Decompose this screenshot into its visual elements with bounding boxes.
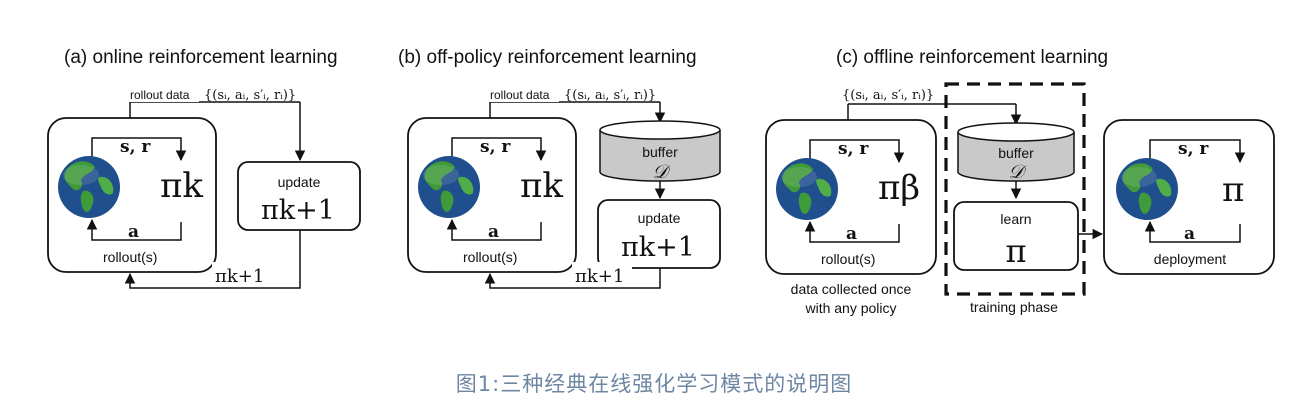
rollout-data-label-b: rollout data xyxy=(490,88,550,102)
environment-box-c xyxy=(765,119,937,275)
state-loop-c xyxy=(809,139,905,164)
feedback-policy-b: πk+1 xyxy=(575,266,624,287)
state-reward-a: s, r xyxy=(120,137,151,157)
update-label-a: update xyxy=(278,174,321,190)
feedback-arrow-b xyxy=(484,268,661,289)
database-cylinder-icon xyxy=(957,122,1075,182)
action-b: a xyxy=(488,222,499,242)
behavior-policy-c: πβ xyxy=(878,168,920,208)
update-policy-b: πk+1 xyxy=(621,232,695,263)
training-phase-region xyxy=(944,82,1086,296)
deployment-box-c xyxy=(1103,119,1275,275)
database-cylinder-icon xyxy=(599,120,721,182)
buffer-symbol-c: 𝒟 xyxy=(1008,161,1027,183)
data-note-line2: with any policy xyxy=(804,300,896,316)
environment-box-b xyxy=(407,117,577,273)
buffer-label-b: buffer xyxy=(642,144,678,160)
earth-globe-icon xyxy=(776,158,838,220)
buffer-label-c: buffer xyxy=(998,145,1034,161)
panel-c: (c) offline reinforcement learning {(sᵢ,… xyxy=(765,47,1275,316)
rollouts-b: rollout(s) xyxy=(463,249,517,265)
learn-label-c: learn xyxy=(1000,211,1031,227)
update-policy-a: πk+1 xyxy=(261,195,335,226)
training-phase-label: training phase xyxy=(970,299,1058,315)
state-loop-b xyxy=(451,137,547,162)
update-box-b xyxy=(597,199,721,269)
feedback-policy-a: πk+1 xyxy=(215,266,264,287)
action-c: a xyxy=(846,224,857,244)
deploy-action: a xyxy=(1184,224,1195,244)
deployment-label: deployment xyxy=(1154,251,1226,267)
deploy-action-loop xyxy=(1144,220,1241,243)
action-loop-a xyxy=(86,218,182,241)
rollout-data-label-a: rollout data xyxy=(130,88,190,102)
feedback-arrow-a xyxy=(124,230,301,289)
panel-c-title: (c) offline reinforcement learning xyxy=(836,47,1108,68)
state-reward-c: s, r xyxy=(838,139,869,159)
panel-b: (b) off-policy reinforcement learning ro… xyxy=(398,47,721,289)
earth-globe-icon xyxy=(418,156,480,218)
policy-b: πk xyxy=(520,166,563,206)
update-box-a xyxy=(237,161,361,231)
deploy-state-reward: s, r xyxy=(1178,139,1209,159)
figure-caption: 图1:三种经典在线强化学习模式的说明图 xyxy=(455,372,853,396)
rollouts-c: rollout(s) xyxy=(821,251,875,267)
action-a: a xyxy=(128,222,139,242)
panel-b-title: (b) off-policy reinforcement learning xyxy=(398,47,697,68)
deploy-state-loop xyxy=(1149,139,1246,164)
data-note-line1: data collected once xyxy=(791,281,912,297)
buffer-symbol-b: 𝒟 xyxy=(652,161,671,183)
rollout-data-set-a: {(sᵢ, aᵢ, s′ᵢ, rᵢ)} xyxy=(204,88,296,103)
action-loop-c xyxy=(804,220,900,243)
rollout-data-set-b: {(sᵢ, aᵢ, s′ᵢ, rᵢ)} xyxy=(564,88,656,103)
state-reward-b: s, r xyxy=(480,137,511,157)
rollout-data-set-c: {(sᵢ, aᵢ, s′ᵢ, rᵢ)} xyxy=(842,88,934,103)
state-loop-a xyxy=(91,137,187,162)
learn-policy-c: π xyxy=(1005,232,1026,270)
earth-globe-icon xyxy=(1116,158,1178,220)
policy-a: πk xyxy=(160,166,203,206)
earth-globe-icon xyxy=(58,156,120,218)
panel-a: (a) online reinforcement learning rollou… xyxy=(47,47,361,289)
learn-box-c xyxy=(953,201,1079,271)
update-label-b: update xyxy=(638,210,681,226)
panel-a-title: (a) online reinforcement learning xyxy=(64,47,338,68)
environment-box-a xyxy=(47,117,217,273)
deploy-policy: π xyxy=(1222,170,1244,210)
rollouts-a: rollout(s) xyxy=(103,249,157,265)
action-loop-b xyxy=(446,218,542,241)
